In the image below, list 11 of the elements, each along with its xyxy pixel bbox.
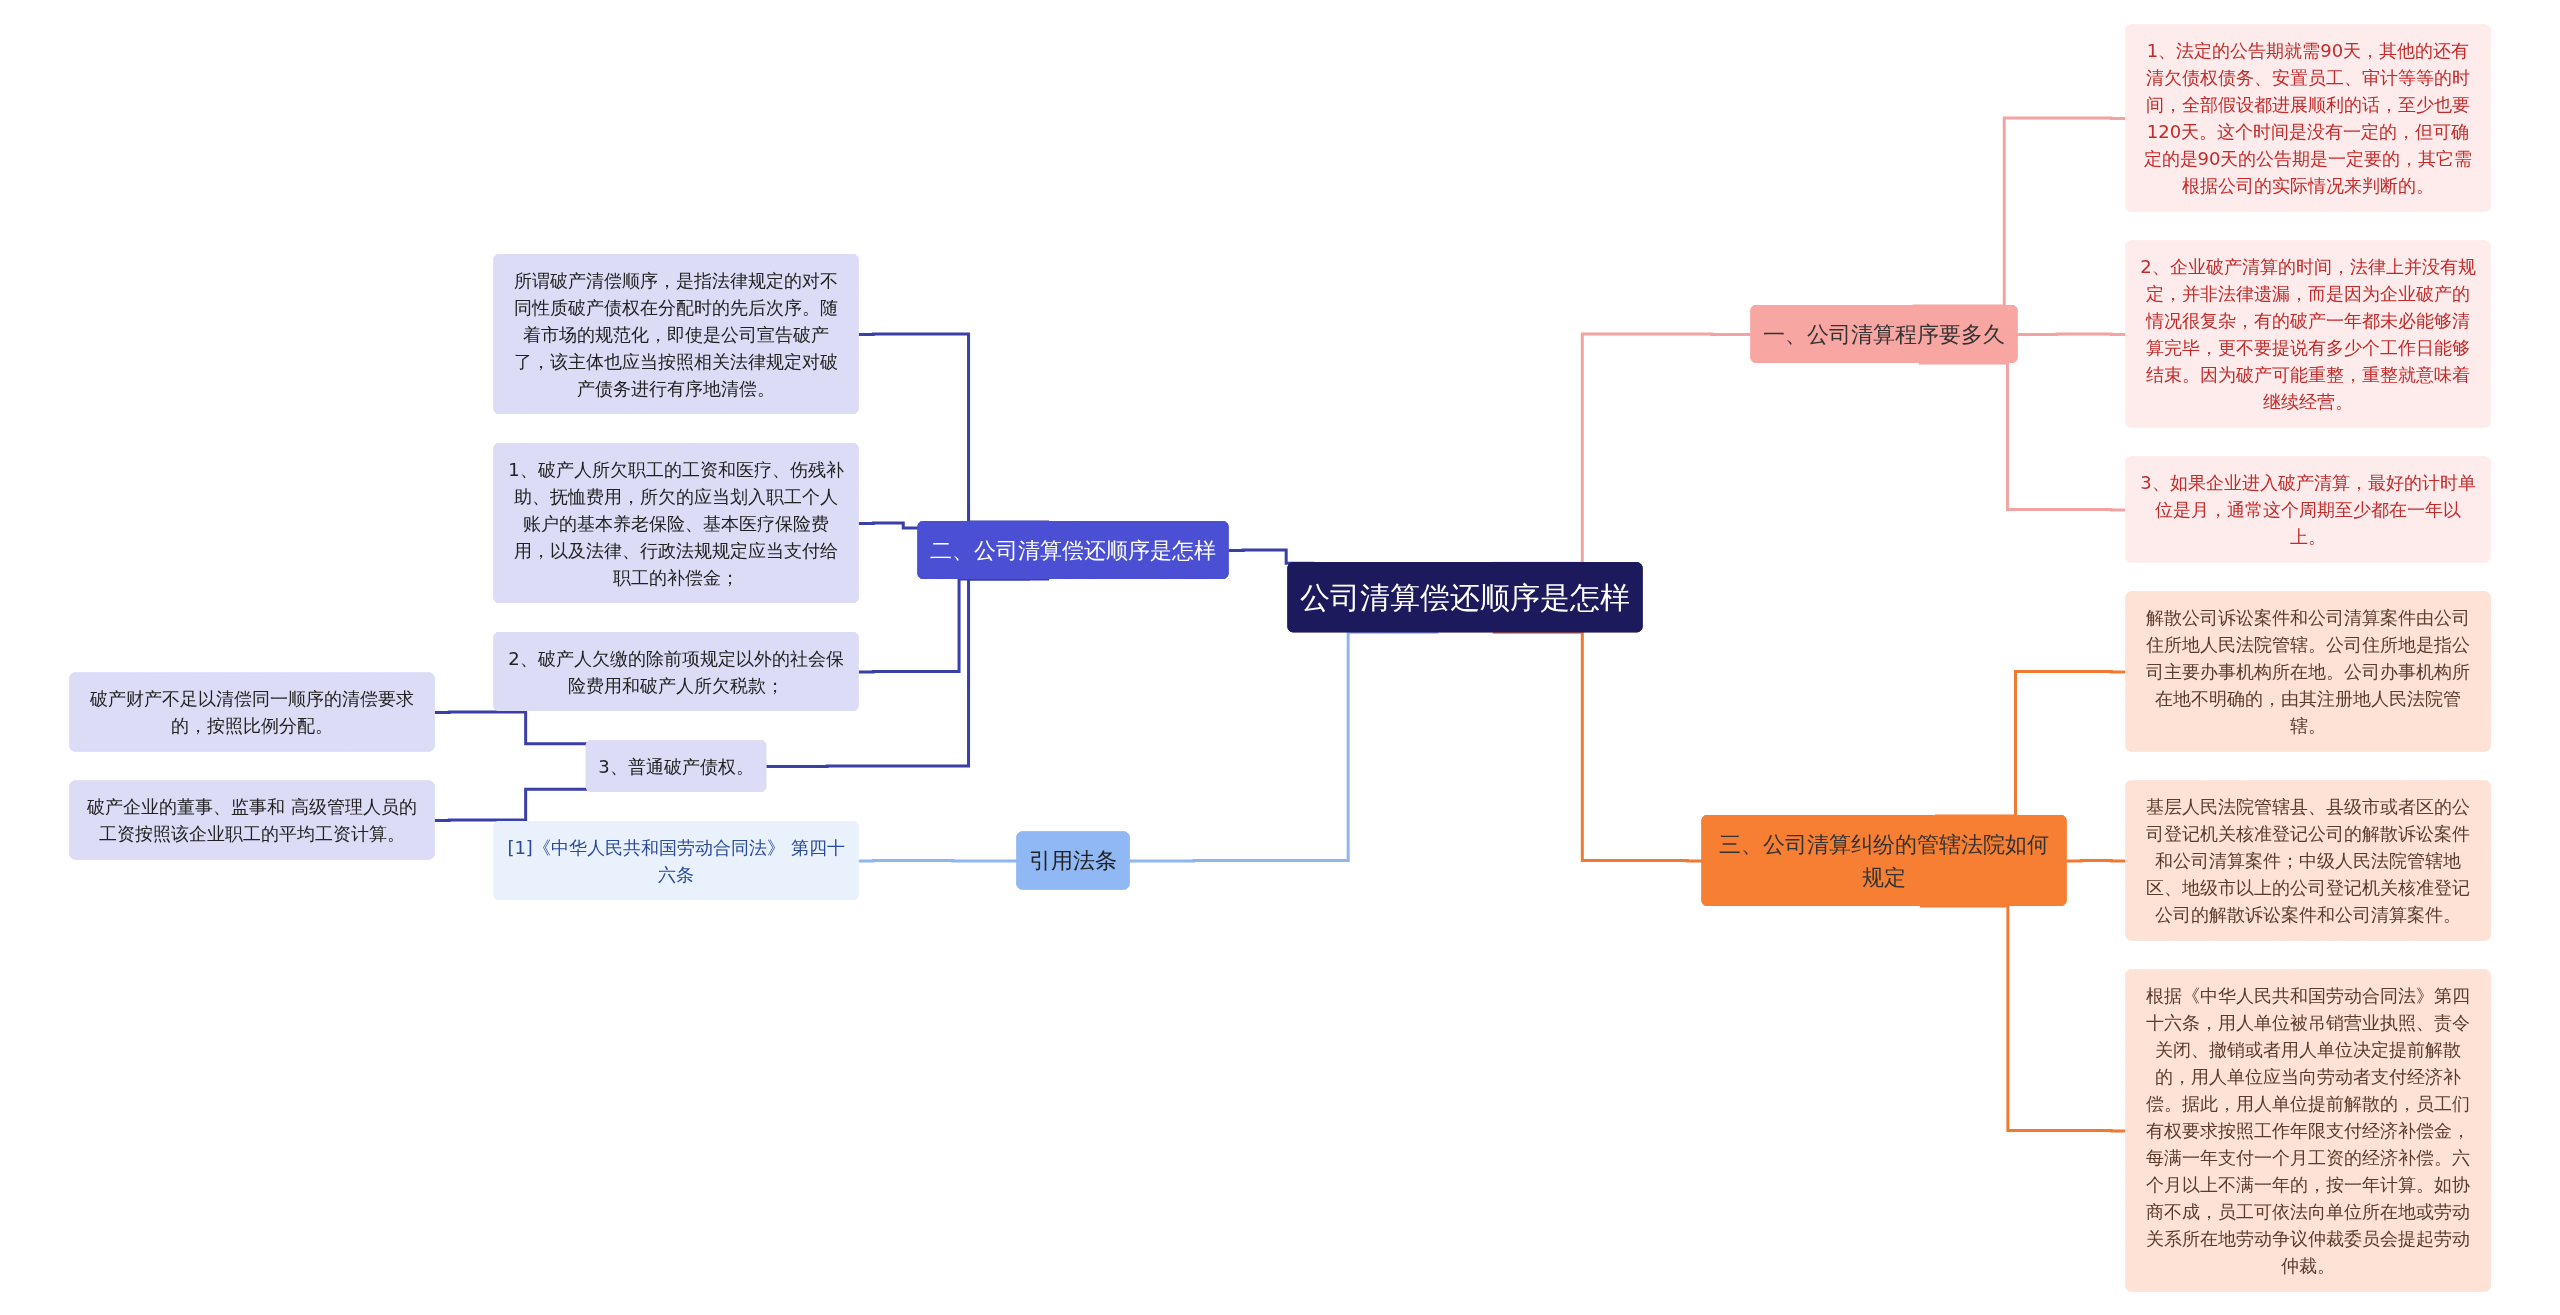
connector [1129, 630, 1439, 862]
connector [858, 521, 919, 529]
connector [1918, 361, 2127, 511]
connector [1492, 630, 1703, 862]
connector [434, 787, 588, 822]
connector [434, 710, 588, 745]
connector [2066, 858, 2127, 862]
connector [858, 858, 1018, 862]
connector [1919, 904, 2127, 1132]
connector [766, 577, 1050, 768]
connector [2017, 332, 2127, 336]
